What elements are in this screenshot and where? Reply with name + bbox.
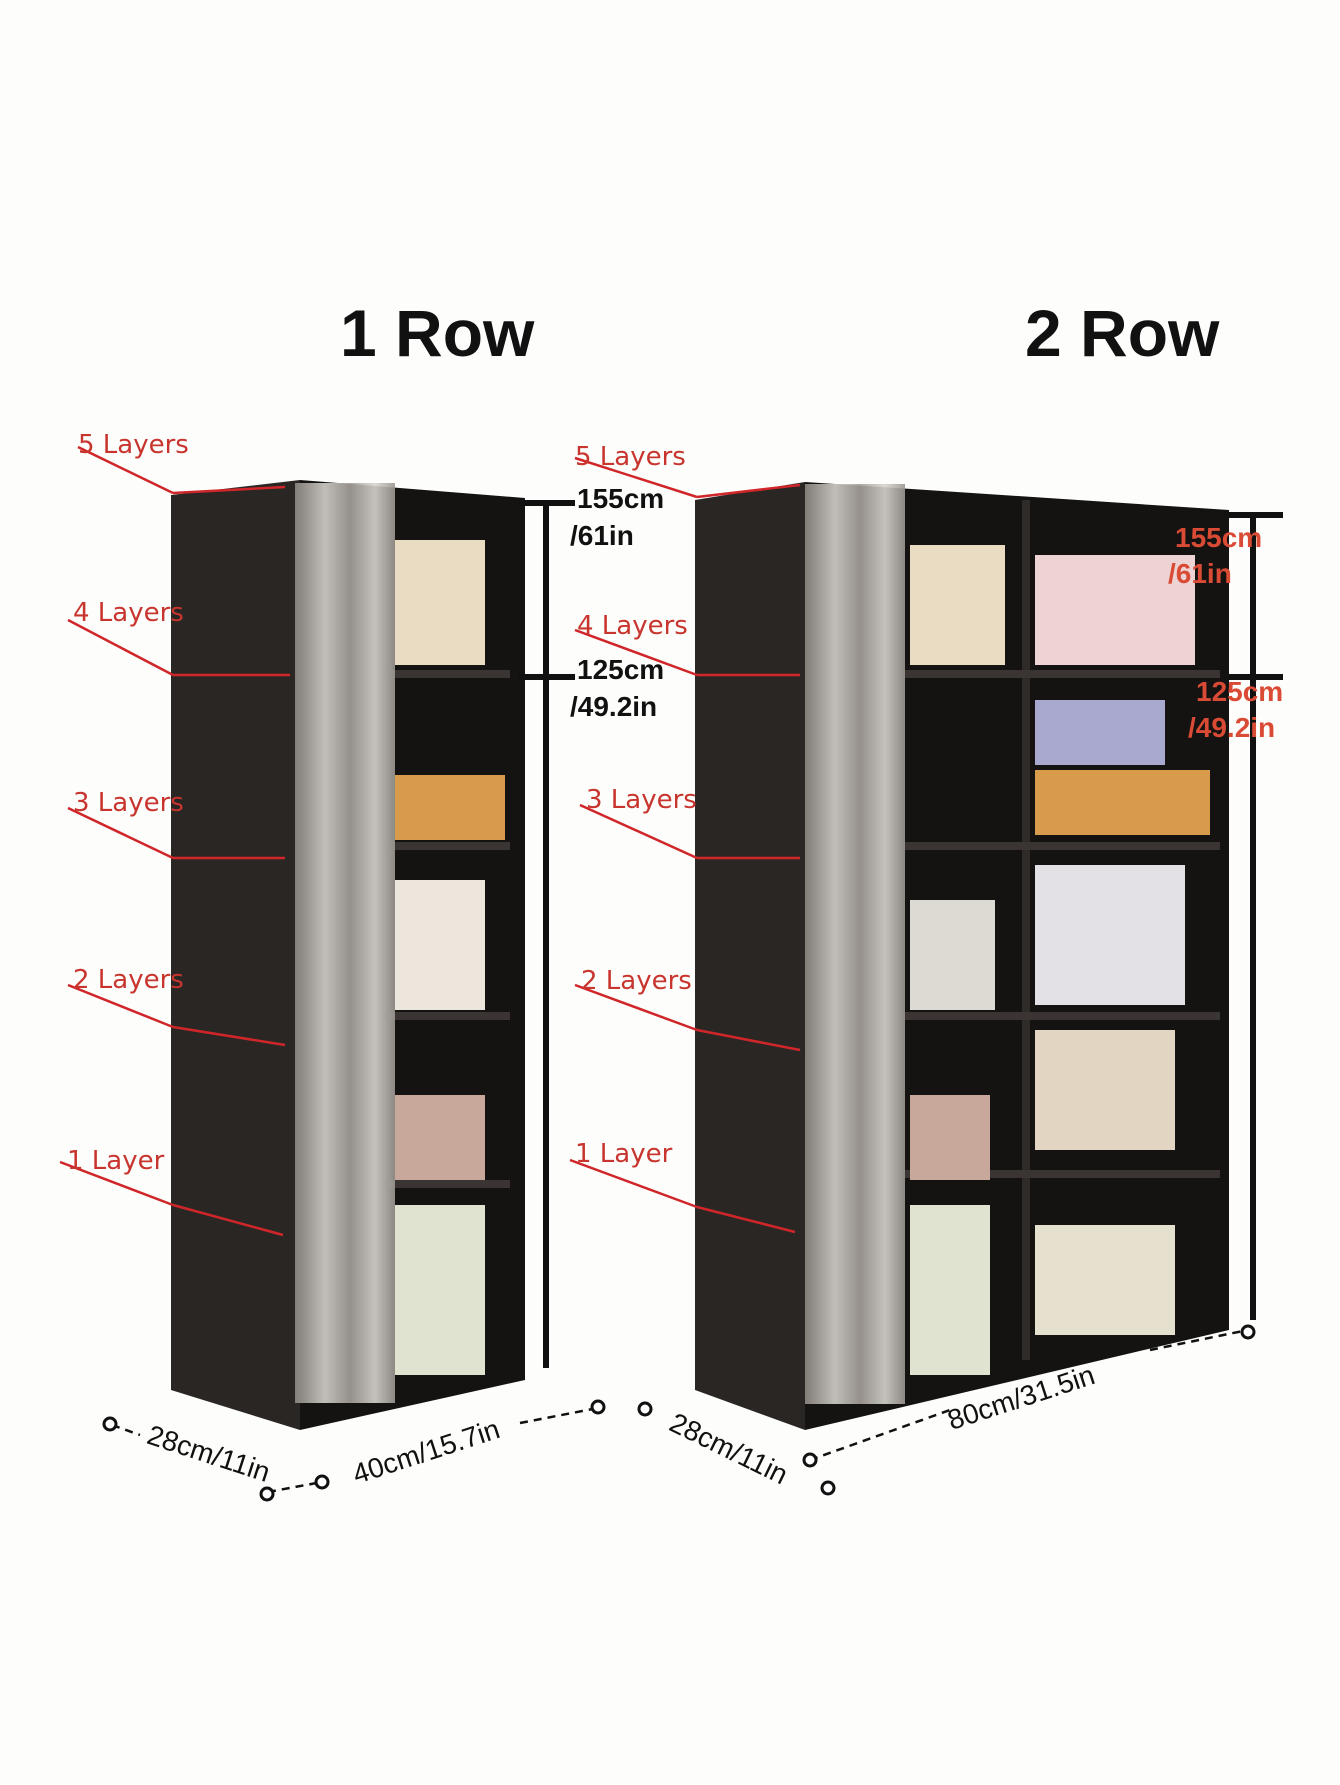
layer-label: 4 Layers <box>577 611 688 641</box>
one-row-cabinet <box>171 480 525 1430</box>
dimension-endpoints <box>102 1324 1256 1502</box>
height-tall-in: /61in <box>1168 558 1232 589</box>
height-tall-cm: 155cm <box>1175 522 1263 553</box>
curtain <box>805 484 905 1404</box>
layer-label: 2 Layers <box>581 966 692 996</box>
layer-label: 5 Layers <box>78 430 189 460</box>
layer-label: 2 Layers <box>73 965 184 995</box>
title-one-row: 1 Row <box>340 296 535 370</box>
curtain <box>295 483 395 1403</box>
title-two-row: 2 Row <box>1025 296 1220 370</box>
height-markers <box>518 500 1283 1368</box>
layer-label: 1 Layer <box>575 1139 673 1169</box>
layer-label: 3 Layers <box>73 788 184 818</box>
layer-label: 5 Layers <box>575 442 686 472</box>
layer-label: 4 Layers <box>73 598 184 628</box>
height-tall-in: /61in <box>570 520 634 551</box>
layer-label: 1 Layer <box>67 1146 165 1176</box>
height-tall-cm: 155cm <box>577 483 665 514</box>
height-short-in: /49.2in <box>1188 712 1276 743</box>
two-row-cabinet <box>695 482 1229 1430</box>
layer-arrows <box>59 445 801 1237</box>
height-short-cm: 125cm <box>1196 676 1284 707</box>
height-short-cm: 125cm <box>577 654 665 685</box>
height-short-in: /49.2in <box>570 691 658 722</box>
layer-label: 3 Layers <box>586 785 697 815</box>
